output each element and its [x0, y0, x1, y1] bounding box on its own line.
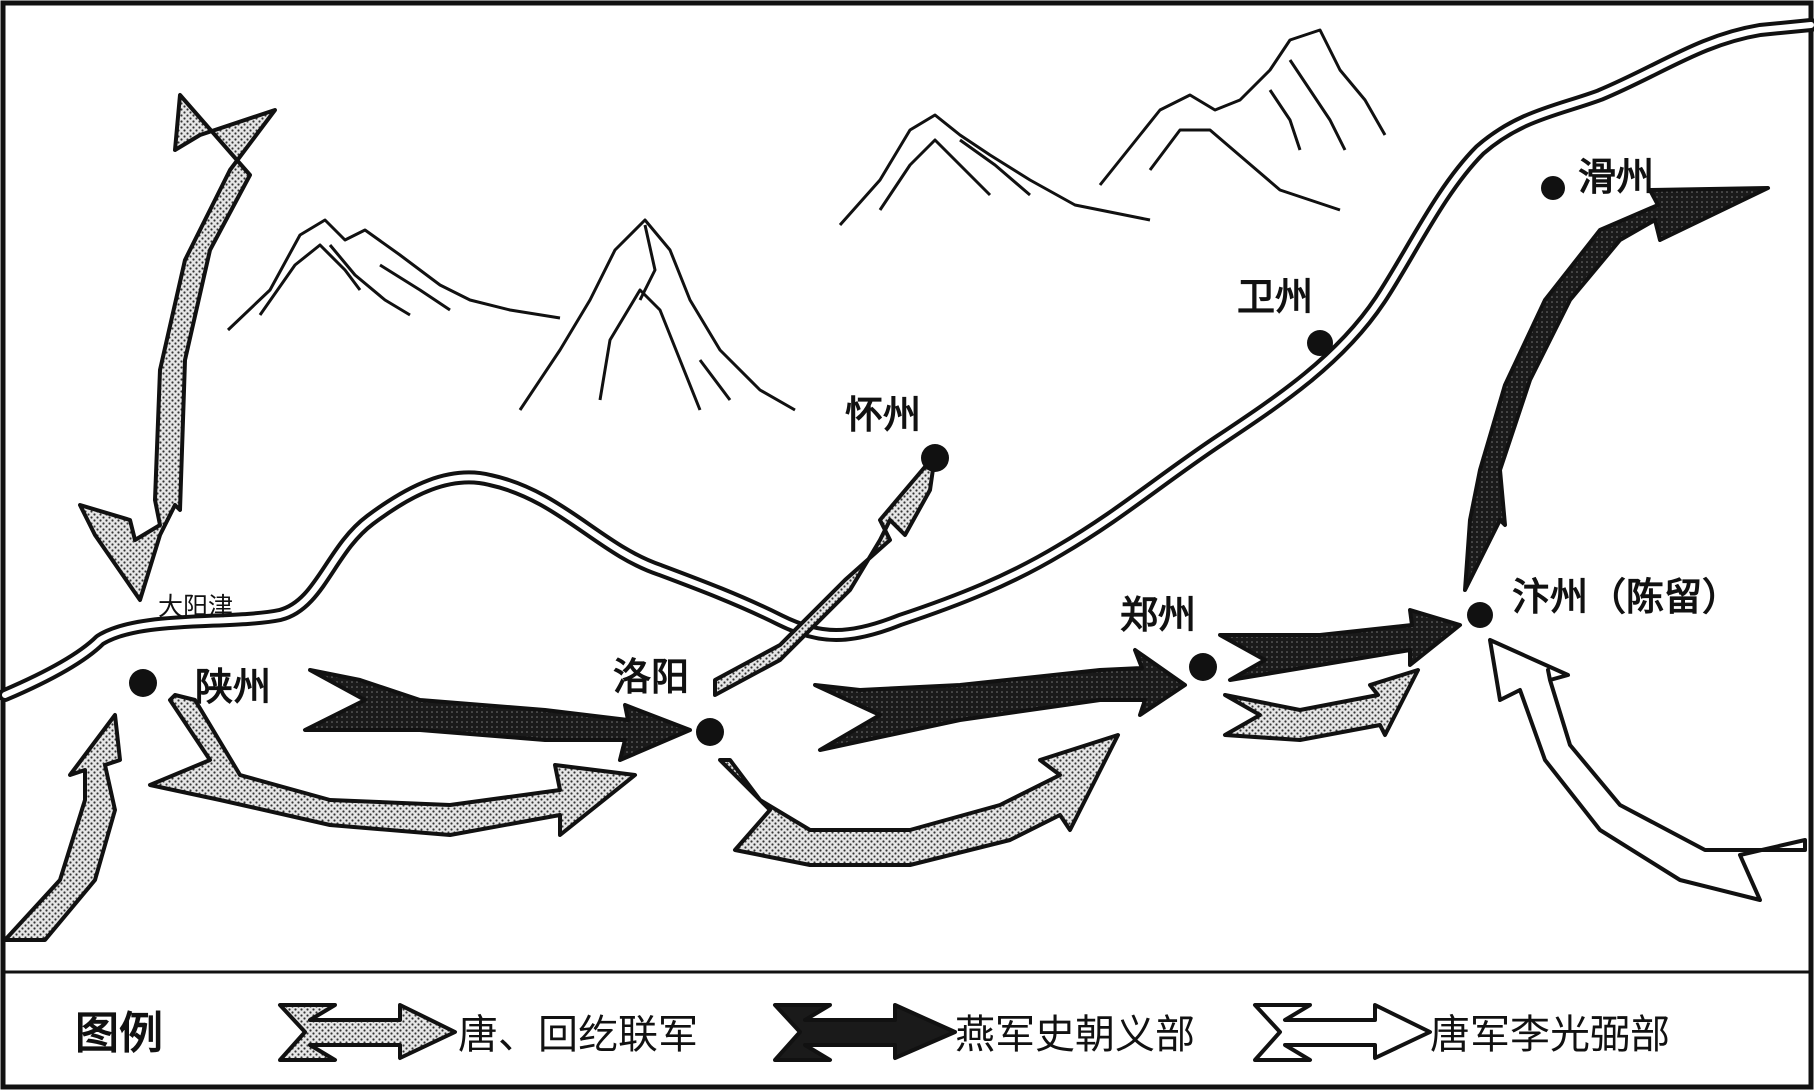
mountains — [226, 28, 1387, 412]
label-luoyang: 洛阳 — [613, 655, 689, 699]
label-zhengzhou: 郑州 — [1120, 593, 1196, 637]
city-marker-huaizhou — [921, 444, 949, 472]
label-weizhou: 卫州 — [1237, 275, 1313, 319]
city-marker-shanzhou — [129, 669, 157, 697]
legend-swatch-dotted — [278, 1003, 457, 1062]
mountain-icon — [1098, 28, 1387, 212]
allied-army-arrow — [3, 713, 122, 942]
legend-label-black: 燕军史朝义部 — [955, 1012, 1195, 1058]
city-marker-luoyang — [696, 718, 724, 746]
city-marker-zhengzhou — [1189, 653, 1217, 681]
cities — [129, 176, 1565, 746]
li-guangbi-arrow — [1488, 638, 1807, 902]
mountain-icon — [226, 218, 561, 332]
yan-army-arrow — [813, 648, 1187, 752]
river — [0, 18, 1814, 702]
city-marker-bianzhou — [1467, 602, 1493, 628]
legend: 图例 唐、回纥联军 燕军史朝义部 唐军李光弼部 — [75, 1003, 1670, 1062]
label-shanzhou: 陕州 — [195, 665, 271, 709]
allied-army-arrow — [148, 693, 637, 837]
legend-swatch-white — [1253, 1003, 1432, 1062]
mountain-icon — [518, 218, 796, 412]
allied-army-arrow — [718, 733, 1120, 867]
yan-army-arrow — [303, 668, 692, 762]
mountain-icon — [838, 113, 1151, 226]
label-huaizhou: 怀州 — [845, 393, 921, 437]
allied-army-arrow — [713, 453, 937, 697]
city-marker-huazhou — [1541, 176, 1565, 200]
label-dayangjin: 大阳津 — [158, 592, 233, 621]
yan-army-arrow — [1218, 608, 1462, 682]
yan-army-arrow — [1463, 186, 1770, 592]
allied-army-arrow — [78, 93, 277, 602]
legend-title: 图例 — [75, 1008, 163, 1059]
label-bianzhou: 汴州（陈留） — [1512, 575, 1740, 619]
legend-label-dotted: 唐、回纥联军 — [458, 1012, 698, 1058]
allied-army-arrow — [1223, 668, 1420, 742]
label-huazhou: 滑州 — [1578, 155, 1654, 199]
legend-swatch-black — [773, 1003, 957, 1062]
city-marker-weizhou — [1307, 330, 1333, 356]
legend-label-white: 唐军李光弼部 — [1430, 1012, 1670, 1058]
